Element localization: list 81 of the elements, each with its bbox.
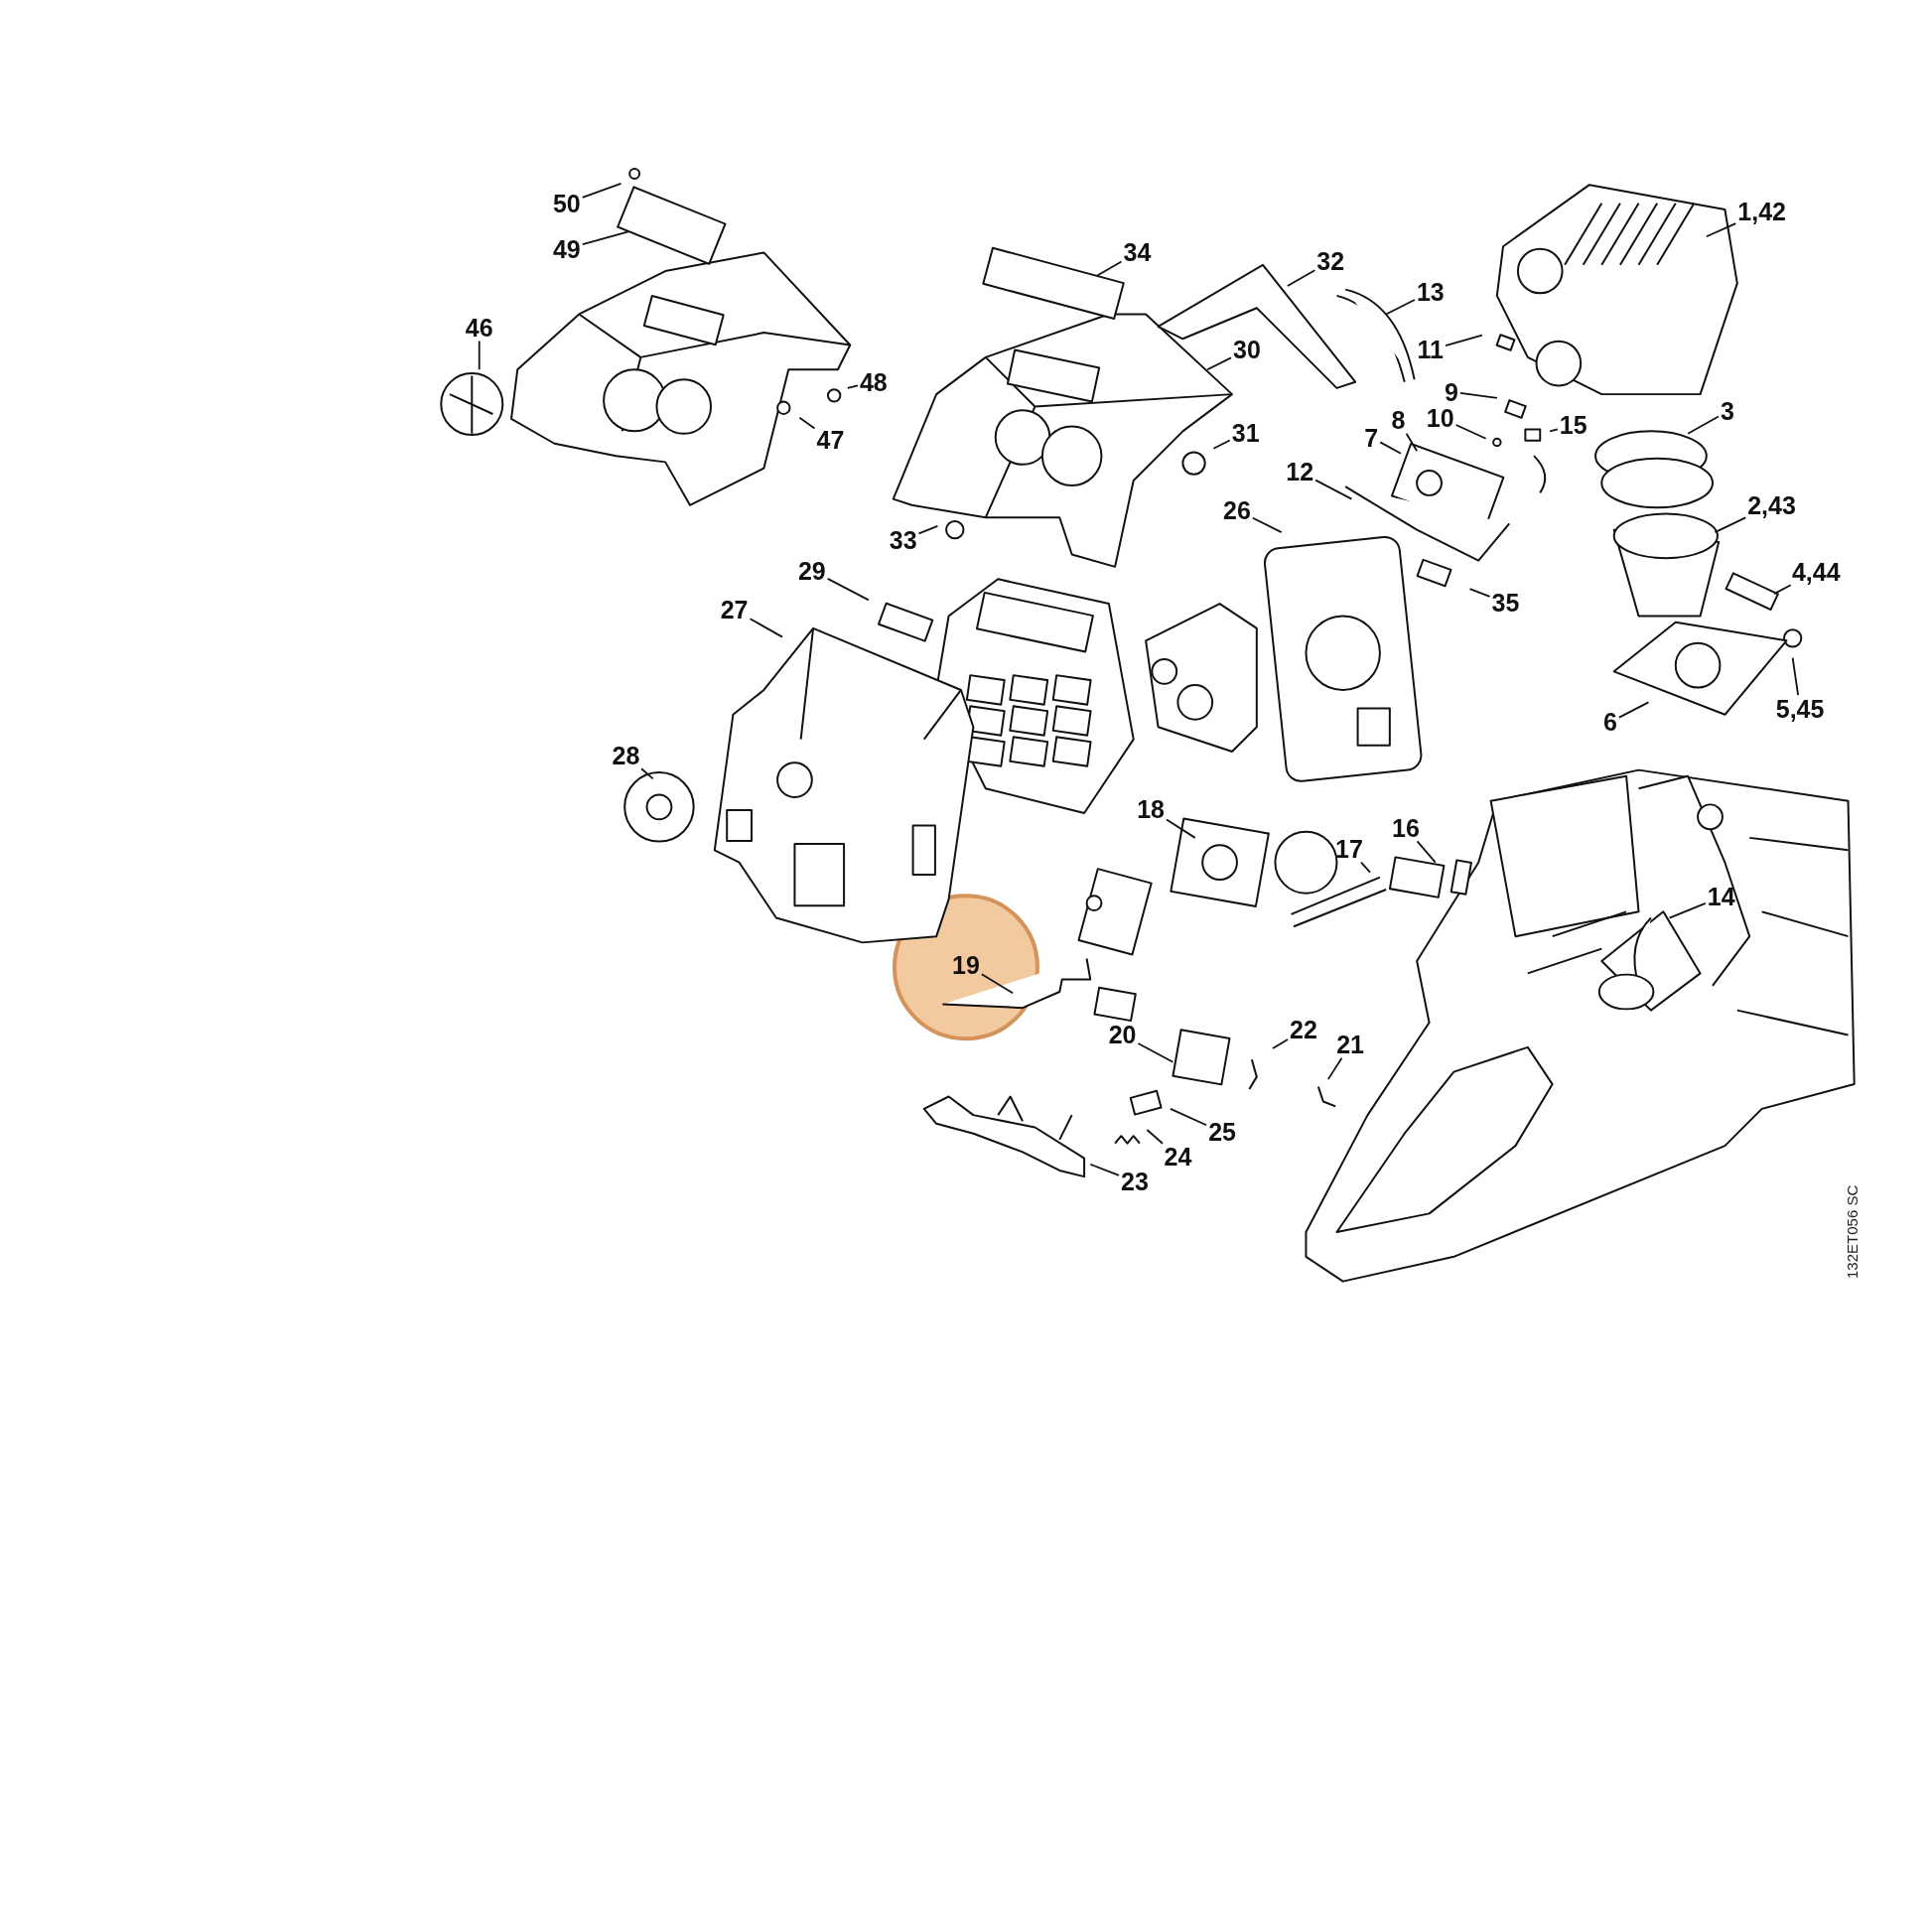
callout-number: 30 bbox=[1231, 336, 1263, 363]
callout-number: 5,45 bbox=[1773, 695, 1827, 723]
leader-line bbox=[640, 767, 654, 780]
leader-line bbox=[581, 230, 629, 246]
leader-line bbox=[1170, 1108, 1208, 1127]
callout-number: 16 bbox=[1390, 814, 1422, 842]
callout-number: 26 bbox=[1221, 496, 1253, 524]
leader-line bbox=[1618, 701, 1650, 719]
leader-line bbox=[1272, 1038, 1289, 1049]
callout-number: 11 bbox=[1415, 336, 1446, 363]
callout-number: 32 bbox=[1314, 247, 1347, 275]
leader-line bbox=[1166, 818, 1196, 839]
leader-line bbox=[846, 384, 859, 389]
callout-number: 25 bbox=[1206, 1118, 1238, 1146]
callout-number: 24 bbox=[1162, 1143, 1194, 1171]
leader-line bbox=[1687, 415, 1720, 435]
callout-number: 49 bbox=[550, 235, 583, 263]
leader-line bbox=[1549, 428, 1559, 433]
leader-line bbox=[1137, 1042, 1174, 1063]
leader-line bbox=[1286, 269, 1316, 287]
callout-number: 7 bbox=[1362, 424, 1381, 452]
callout-number: 14 bbox=[1705, 883, 1737, 910]
drawing-code: 132ET056 SC bbox=[1843, 1184, 1861, 1280]
callout-number: 18 bbox=[1135, 795, 1167, 823]
leader-line bbox=[1458, 391, 1498, 399]
leader-line bbox=[749, 618, 783, 638]
callout-number: 48 bbox=[857, 368, 890, 396]
leader-line bbox=[1212, 439, 1231, 450]
callout-number: 1,42 bbox=[1735, 198, 1788, 225]
callout-number: 4,44 bbox=[1789, 558, 1843, 586]
callout-number: 13 bbox=[1414, 278, 1447, 306]
leader-line bbox=[1385, 299, 1416, 316]
callout-number: 46 bbox=[463, 314, 495, 342]
leader-line bbox=[1089, 1163, 1120, 1176]
callout-number: 28 bbox=[610, 742, 642, 769]
leader-line bbox=[1445, 334, 1483, 346]
callout-number: 6 bbox=[1601, 708, 1619, 736]
callout-number: 34 bbox=[1121, 238, 1154, 266]
leader-line bbox=[1379, 441, 1402, 455]
callout-number: 12 bbox=[1284, 458, 1316, 485]
leader-line bbox=[1326, 1056, 1343, 1080]
callout-number: 15 bbox=[1557, 411, 1589, 439]
leader-line bbox=[1146, 1129, 1164, 1145]
callout-number: 33 bbox=[887, 526, 919, 554]
callout-number: 10 bbox=[1424, 404, 1456, 432]
callout-number: 21 bbox=[1334, 1031, 1367, 1058]
callout-number: 47 bbox=[814, 426, 847, 454]
leader-line bbox=[1468, 588, 1491, 598]
leader-line bbox=[1416, 840, 1437, 864]
callout-number: 2,43 bbox=[1745, 491, 1798, 519]
callout-number: 19 bbox=[950, 951, 982, 979]
callout-number: 3 bbox=[1718, 398, 1736, 425]
leader-line bbox=[1360, 861, 1371, 874]
leader-line bbox=[917, 525, 939, 535]
leader-line bbox=[1251, 516, 1283, 533]
leader-line bbox=[1405, 432, 1419, 453]
leader-line bbox=[1773, 584, 1792, 596]
leader-line bbox=[1314, 479, 1353, 500]
callout-number: 27 bbox=[718, 596, 751, 623]
leader-line bbox=[1454, 424, 1487, 440]
leader-line bbox=[581, 183, 622, 199]
callout-number: 50 bbox=[550, 190, 583, 217]
callout-number: 23 bbox=[1119, 1168, 1151, 1195]
leader-line bbox=[1095, 260, 1123, 277]
leader-line bbox=[478, 340, 481, 371]
callout-number: 31 bbox=[1229, 419, 1262, 447]
leader-line bbox=[1705, 222, 1737, 238]
leader-line bbox=[1206, 356, 1232, 371]
callout-number: 35 bbox=[1489, 589, 1522, 617]
leader-line bbox=[1714, 516, 1747, 533]
callout-number: 22 bbox=[1288, 1016, 1319, 1043]
leader-line bbox=[826, 578, 870, 602]
leader-line bbox=[798, 416, 816, 430]
callout-number: 17 bbox=[1333, 835, 1365, 863]
callout-number: 8 bbox=[1389, 406, 1408, 434]
leader-line bbox=[1668, 902, 1707, 919]
callout-number: 29 bbox=[795, 557, 828, 585]
leader-line bbox=[980, 973, 1014, 995]
callout-number: 9 bbox=[1442, 378, 1460, 406]
leader-line bbox=[1791, 656, 1799, 696]
callout-number: 20 bbox=[1106, 1021, 1139, 1048]
